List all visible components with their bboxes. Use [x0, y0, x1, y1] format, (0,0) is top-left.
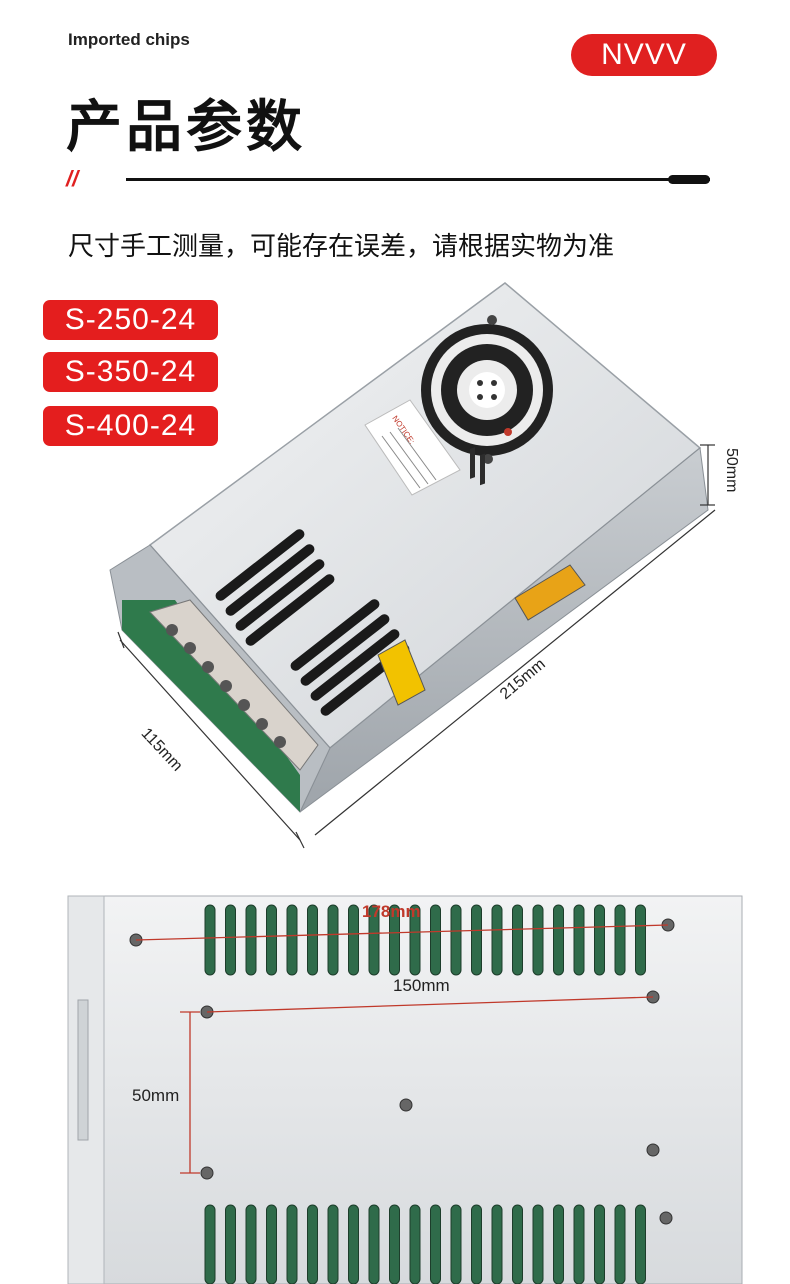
- decorative-slashes: //: [66, 166, 79, 191]
- vent-slot: [614, 904, 626, 976]
- vent-slot: [348, 1204, 359, 1284]
- outer-spacing-label: 178mm: [362, 902, 421, 921]
- vent-slot: [286, 1204, 298, 1284]
- vent-slot: [553, 904, 564, 976]
- fan-grille: [421, 324, 553, 456]
- notice-text-lines: [381, 427, 437, 489]
- vent-slot: [553, 1204, 564, 1284]
- vent-slot: [594, 904, 605, 976]
- side-vents: [470, 447, 485, 486]
- vent-slot: [430, 1204, 441, 1284]
- pcb-board: [122, 600, 300, 812]
- tagline: Imported chips: [68, 30, 190, 49]
- vent-slot: [245, 904, 257, 976]
- vent-slot: [266, 1204, 277, 1284]
- vent-slot: [245, 1204, 257, 1284]
- vent-slot: [573, 904, 585, 976]
- model-badge-250: S-250-24: [43, 300, 218, 340]
- inner-spacing-label: 150mm: [393, 976, 450, 995]
- vent-slot: [327, 1204, 339, 1284]
- vent-slot: [327, 904, 339, 976]
- vent-slot: [409, 1204, 421, 1284]
- vent-slot: [450, 904, 462, 976]
- vent-slot: [491, 1204, 503, 1284]
- bottom-plate: [67, 895, 743, 1284]
- vent-slot: [368, 1204, 380, 1284]
- vent-slot: [471, 1204, 482, 1284]
- vent-slot: [532, 1204, 544, 1284]
- vent-slot: [614, 1204, 626, 1284]
- vent-slot: [348, 904, 359, 976]
- vent-slot: [368, 904, 380, 976]
- model-badge-400: S-400-24: [43, 406, 218, 446]
- vent-slot: [471, 904, 482, 976]
- vent-slot: [389, 904, 400, 976]
- bottom-vent-row-top: [204, 904, 646, 976]
- vent-slot: [225, 904, 236, 976]
- vent-slot: [573, 1204, 585, 1284]
- terminal-screws: [166, 624, 286, 748]
- vent-slot: [512, 1204, 523, 1284]
- vent-slot: [409, 904, 421, 976]
- top-vents: [215, 529, 410, 716]
- vent-slot: [286, 904, 298, 976]
- vent-slot: [204, 904, 216, 976]
- vent-slot: [512, 904, 523, 976]
- vent-slot: [635, 1204, 646, 1284]
- divider-cap: [668, 175, 710, 184]
- side-slot: [77, 999, 89, 1141]
- vent-slot: [389, 1204, 400, 1284]
- vertical-spacing-label: 50mm: [132, 1086, 180, 1105]
- screw-icon: [483, 454, 493, 464]
- brand-badge: NVVV: [571, 34, 717, 76]
- measurement-note: 尺寸手工测量，可能存在误差，请根据实物为准: [68, 232, 615, 262]
- vent-slot: [635, 904, 646, 976]
- model-badge-350: S-350-24: [43, 352, 218, 392]
- vent-slot: [225, 1204, 236, 1284]
- screw-icon: [487, 315, 497, 325]
- warning-label: [377, 639, 426, 706]
- rating-label: [514, 564, 586, 621]
- vent-slot: [307, 904, 318, 976]
- vent-slot: [491, 904, 503, 976]
- vent-slot: [450, 1204, 462, 1284]
- vent-slot: [307, 1204, 318, 1284]
- dimension-lines: [117, 444, 716, 849]
- bottom-vent-row-bottom: [204, 1204, 646, 1284]
- divider-line: [126, 178, 710, 181]
- vent-slot: [266, 904, 277, 976]
- vent-slot: [594, 1204, 605, 1284]
- vent-slot: [204, 1204, 216, 1284]
- vent-slot: [532, 904, 544, 976]
- page-title: 产品参数: [66, 95, 306, 160]
- bottom-dimension-lines: [135, 924, 669, 1174]
- vent-slot: [430, 904, 441, 976]
